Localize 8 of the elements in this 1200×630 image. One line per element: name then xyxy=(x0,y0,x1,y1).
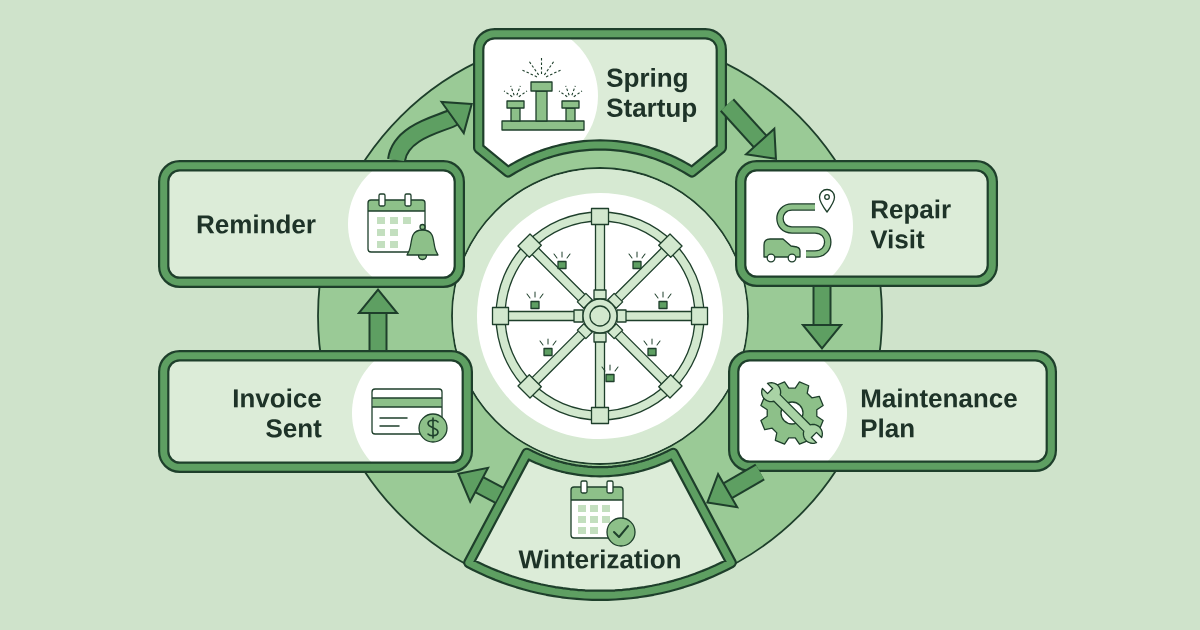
arrow xyxy=(387,100,473,163)
arrow xyxy=(706,463,765,509)
arrow xyxy=(719,98,777,160)
process-box: Invoice Sent xyxy=(158,350,473,473)
arrow xyxy=(457,466,504,504)
process-box: Repair Visit xyxy=(735,160,998,287)
process-box: Maintenance Plan xyxy=(728,350,1057,472)
process-box: Spring Startup xyxy=(473,28,727,178)
